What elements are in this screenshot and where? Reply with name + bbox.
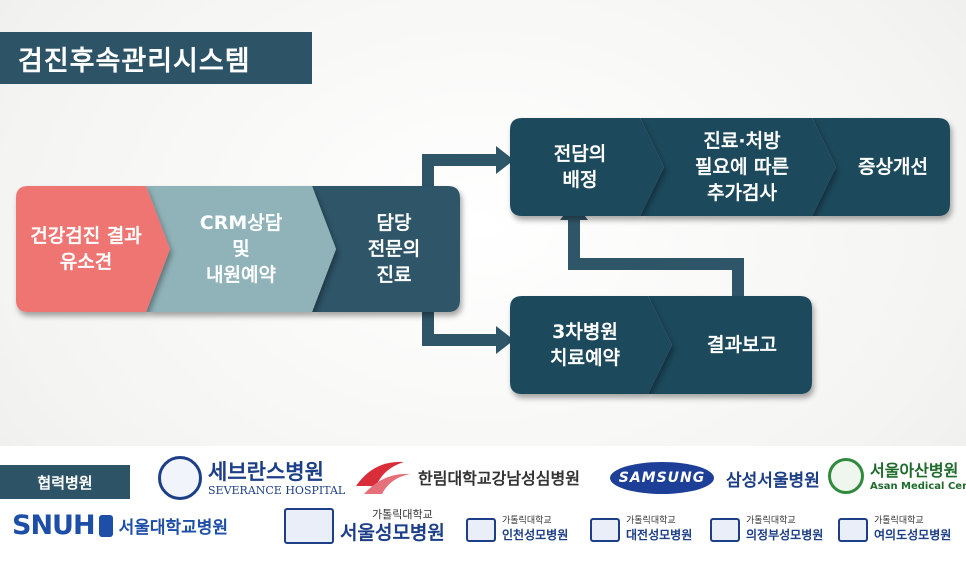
- severance-name-en: SEVERANCE HOSPITAL: [208, 483, 346, 497]
- snuh-brand: SNUH: [12, 510, 96, 541]
- node-assign-label: 전담의 배정: [553, 143, 607, 191]
- severance-name: 세브란스병원: [208, 459, 324, 484]
- uijeongbu-name: 의정부성모병원: [746, 528, 824, 542]
- asan-name-en: Asan Medical Center: [870, 480, 966, 492]
- node-doctor-shape: [312, 186, 460, 312]
- yeouido-univ: 가톨릭대학교: [874, 516, 924, 526]
- daejeon-univ: 가톨릭대학교: [626, 516, 676, 526]
- node-report-shape: [648, 296, 812, 394]
- samsung-hospital-name: 삼성서울병원: [726, 470, 820, 491]
- node-exam-shape: [640, 118, 836, 216]
- logo-yeouido-st-mary: 가톨릭대학교 여의도성모병원: [838, 516, 951, 543]
- node-doctor-label: 담당 전문의 진료: [367, 212, 421, 286]
- node-crm-label: CRM상담 및 내원예약: [199, 212, 283, 286]
- partners-label: 협력병원: [0, 465, 130, 499]
- logo-hallym: 한림대학교강남성심병원: [354, 456, 580, 498]
- severance-seal-icon: [158, 456, 202, 500]
- logo-snuh: SNUH 서울대학교병원: [12, 510, 228, 541]
- yeouido-name: 여의도성모병원: [874, 528, 952, 542]
- node-start-shape: [16, 186, 170, 312]
- connector-to-assign: [422, 154, 498, 192]
- node-start-label: 건강검진 결과 유소견: [30, 225, 142, 273]
- node-crm-shape: [146, 186, 336, 312]
- connector-report-to-assign: [568, 218, 744, 302]
- node-tertiary-shape: [510, 296, 672, 394]
- yeouido-emblem-icon: [838, 517, 868, 542]
- hallym-name: 한림대학교강남성심병원: [418, 469, 580, 488]
- uijeongbu-emblem-icon: [710, 517, 740, 542]
- hallym-swoosh-icon: [356, 461, 410, 494]
- page-title: 검진후속관리시스템: [0, 32, 312, 84]
- node-report-label: 결과보고: [707, 334, 777, 356]
- seoul-st-mary-univ: 가톨릭대학교: [372, 508, 433, 521]
- node-exam-label: 진료·처방 필요에 따른 추가검사: [694, 130, 789, 204]
- logo-uijeongbu-st-mary: 가톨릭대학교 의정부성모병원: [710, 516, 823, 543]
- snuh-mark-icon: [98, 514, 113, 537]
- node-assign-shape: [510, 118, 664, 216]
- flow-diagram: [16, 118, 950, 394]
- incheon-emblem-icon: [466, 517, 496, 542]
- connector-to-tertiary: [422, 300, 498, 346]
- incheon-name: 인천성모병원: [502, 528, 569, 542]
- asan-emblem-icon: [828, 458, 864, 494]
- incheon-univ: 가톨릭대학교: [502, 516, 552, 526]
- logo-samsung: SAMSUNG 삼성서울병원: [610, 462, 820, 494]
- uijeongbu-univ: 가톨릭대학교: [746, 516, 796, 526]
- daejeon-name: 대전성모병원: [626, 528, 693, 542]
- arrowhead-tertiary: [496, 326, 514, 354]
- arrowhead-assign: [496, 146, 514, 174]
- node-improve-label: 증상개선: [858, 156, 928, 178]
- daejeon-emblem-icon: [590, 517, 620, 542]
- seoul-st-mary-name: 서울성모병원: [340, 522, 445, 544]
- asan-name: 서울아산병원: [870, 460, 959, 480]
- logo-seoul-st-mary: 가톨릭대학교 서울성모병원: [284, 508, 445, 544]
- logo-incheon-st-mary: 가톨릭대학교 인천성모병원: [466, 516, 568, 543]
- logo-daejeon-st-mary: 가톨릭대학교 대전성모병원: [590, 516, 692, 543]
- logo-asan: 서울아산병원 Asan Medical Center: [828, 458, 966, 494]
- node-tertiary-label: 3차병원 치료예약: [550, 321, 620, 369]
- samsung-brand: SAMSUNG: [610, 462, 714, 494]
- node-improve-shape: [812, 118, 950, 216]
- snuh-name: 서울대학교병원: [118, 518, 229, 538]
- logo-severance: 세브란스병원 SEVERANCE HOSPITAL: [158, 456, 345, 500]
- catholic-emblem-icon: [284, 508, 334, 544]
- connector-lines: [422, 154, 744, 346]
- partner-hospitals: 협력병원 세브란스병원 SEVERANCE HOSPITAL 한림대학교강남성심…: [0, 446, 966, 564]
